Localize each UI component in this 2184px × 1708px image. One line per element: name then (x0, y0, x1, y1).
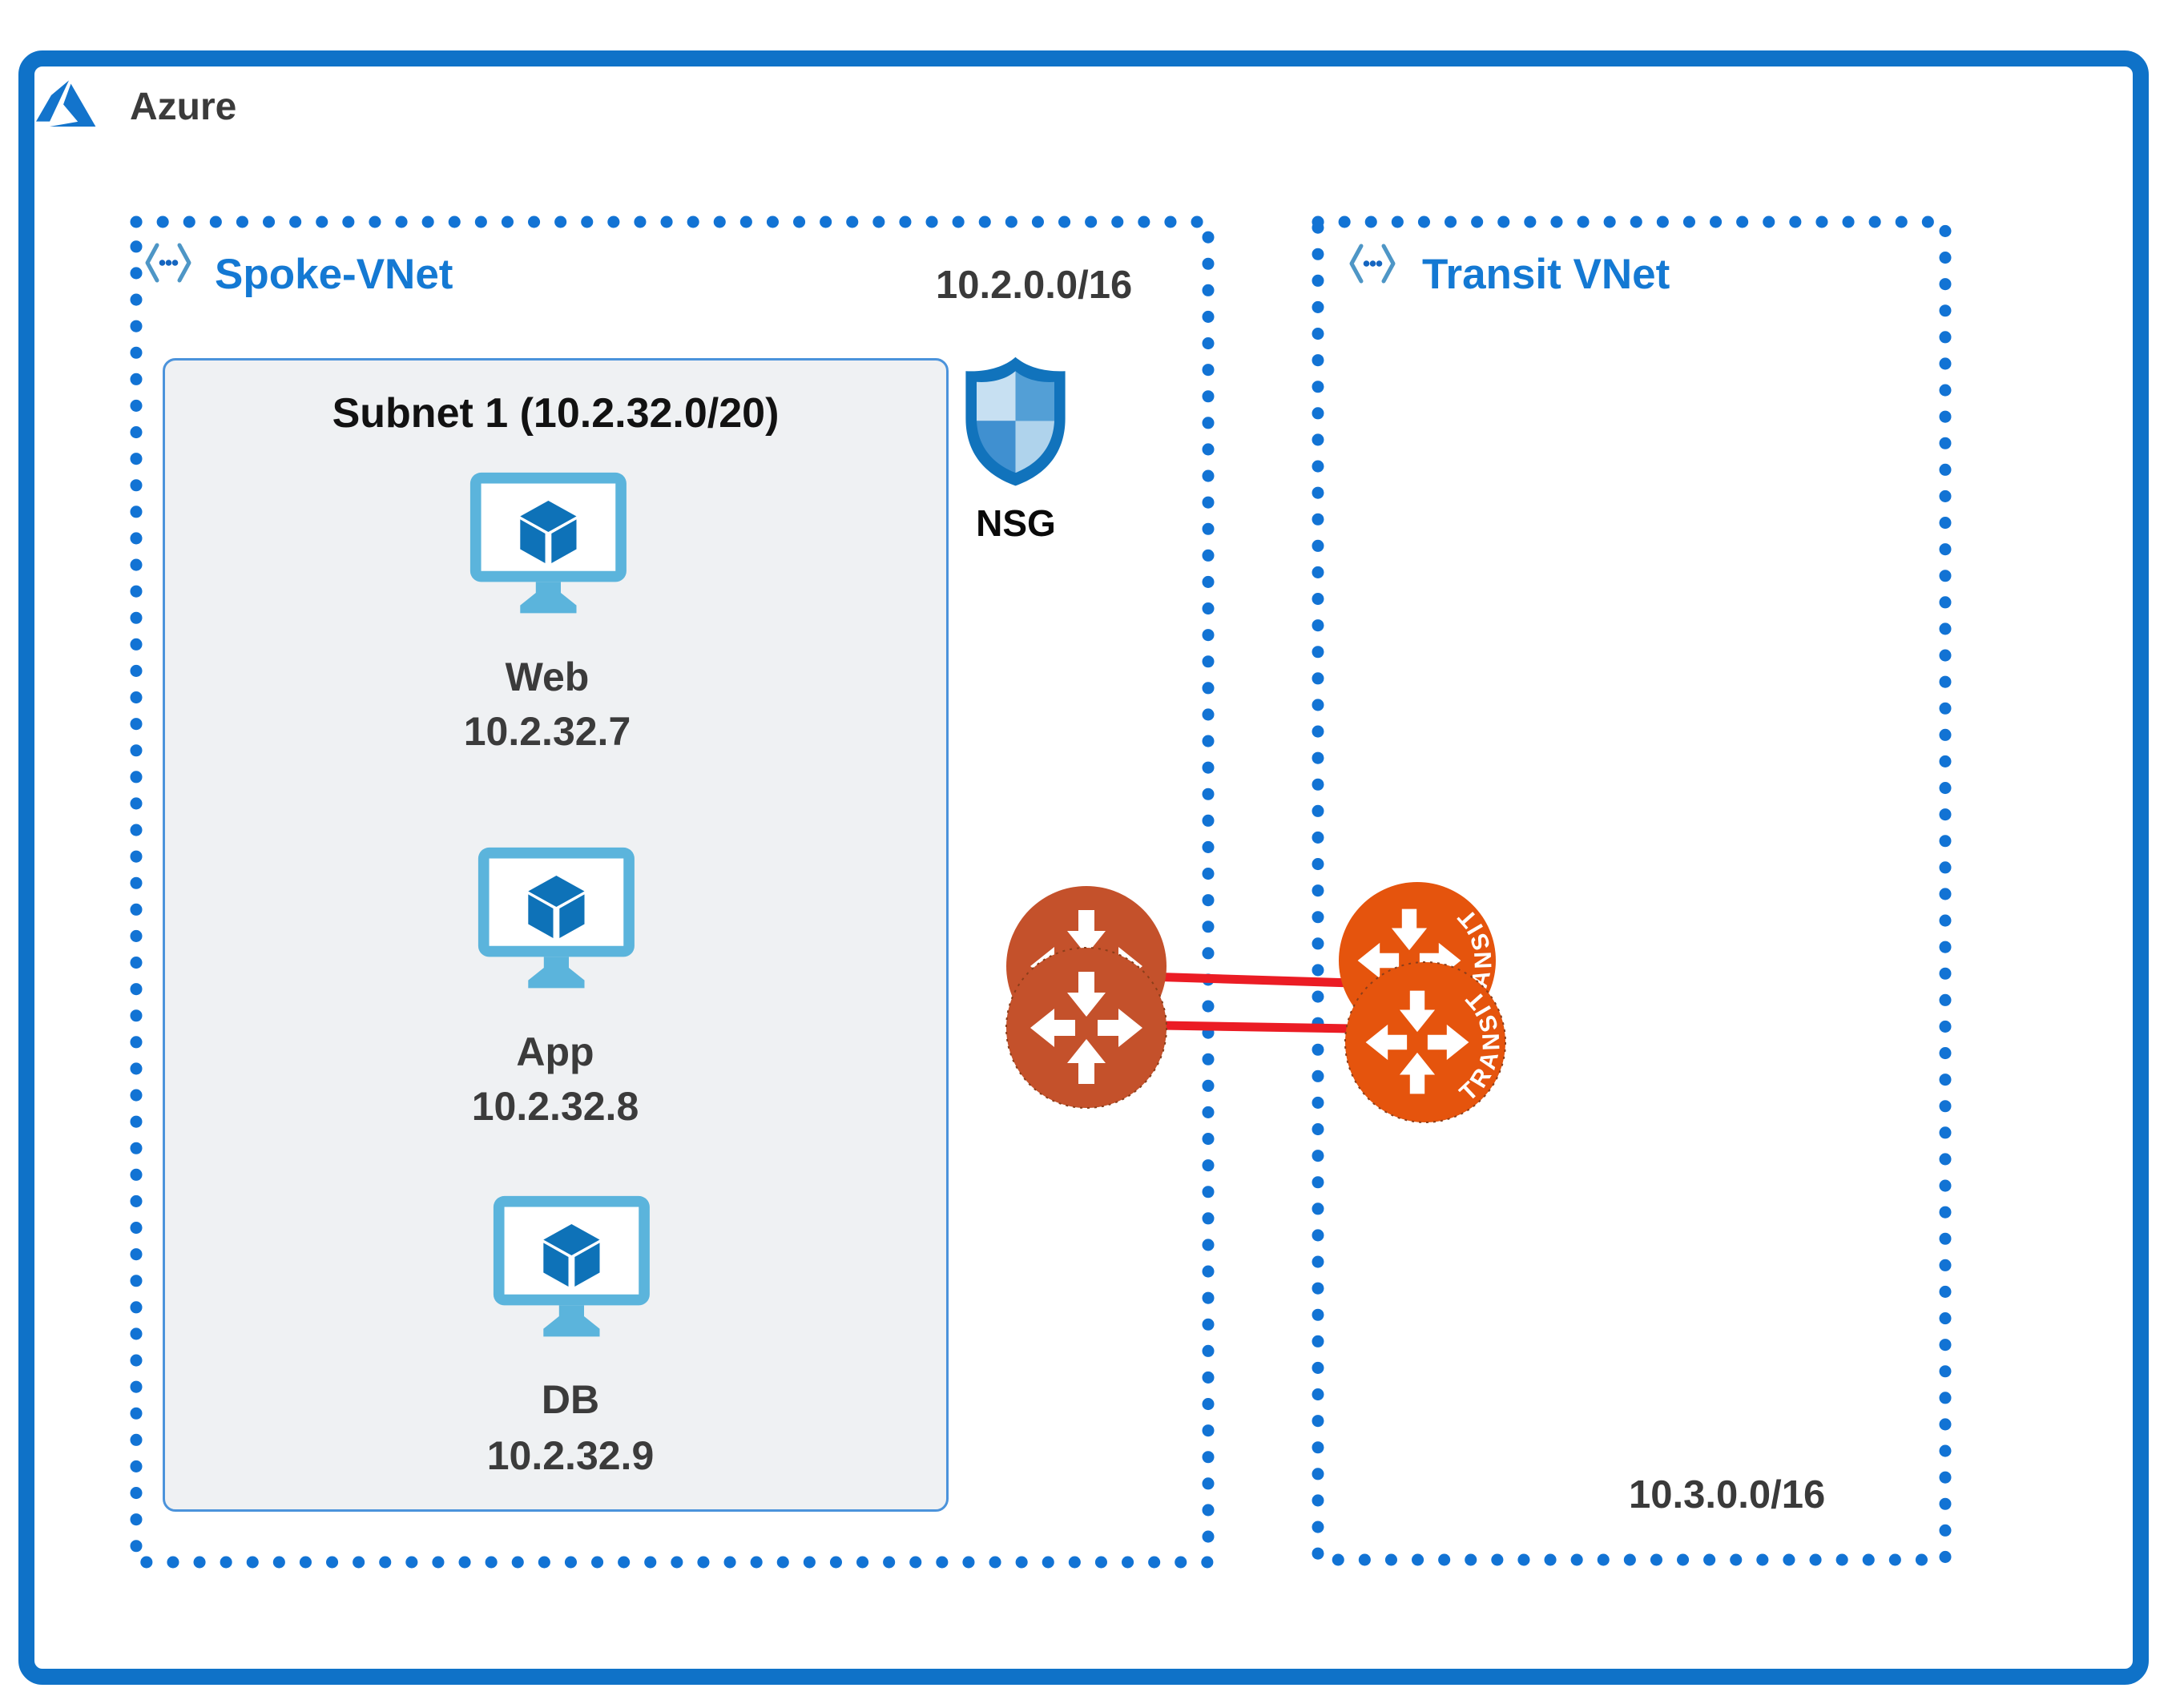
spoke-vnet-cidr: 10.2.0.0/16 (936, 264, 1133, 307)
spoke-vnet-title: Spoke-VNet (215, 251, 453, 298)
vm-web-icon (469, 472, 627, 614)
vnet-peering-line-1 (1146, 972, 1353, 988)
nsg-label: NSG (976, 502, 1056, 544)
transit-router-icon: TRANSIT TRANSIT (1339, 882, 1506, 1123)
subnet-title: Subnet 1 (10.2.32.0/20) (332, 390, 780, 437)
vm-app-icon (477, 847, 635, 989)
vm-web-name: Web (505, 655, 590, 699)
transit-vnet-dotted-border (1312, 216, 1952, 1566)
vm-web-ip: 10.2.32.7 (463, 709, 631, 754)
vm-db-name: DB (541, 1377, 600, 1422)
nsg-shield-icon (965, 357, 1066, 486)
vm-db-icon (493, 1195, 650, 1337)
vm-app-ip: 10.2.32.8 (471, 1084, 639, 1129)
spoke-vnet-icon (147, 245, 189, 280)
spoke-router-icon (1005, 886, 1167, 1109)
vnet-peering-line-2 (1163, 1021, 1352, 1033)
vm-db-ip: 10.2.32.9 (486, 1433, 655, 1478)
azure-label: Azure (130, 86, 237, 128)
spoke-vnet-dotted-border (130, 216, 1215, 1569)
azure-logo-icon (36, 80, 96, 127)
transit-vnet-cidr: 10.3.0.0/16 (1629, 1473, 1826, 1517)
transit-vnet-icon (1352, 246, 1393, 281)
transit-vnet-title: Transit VNet (1422, 251, 1670, 298)
vm-app-name: App (516, 1029, 594, 1074)
